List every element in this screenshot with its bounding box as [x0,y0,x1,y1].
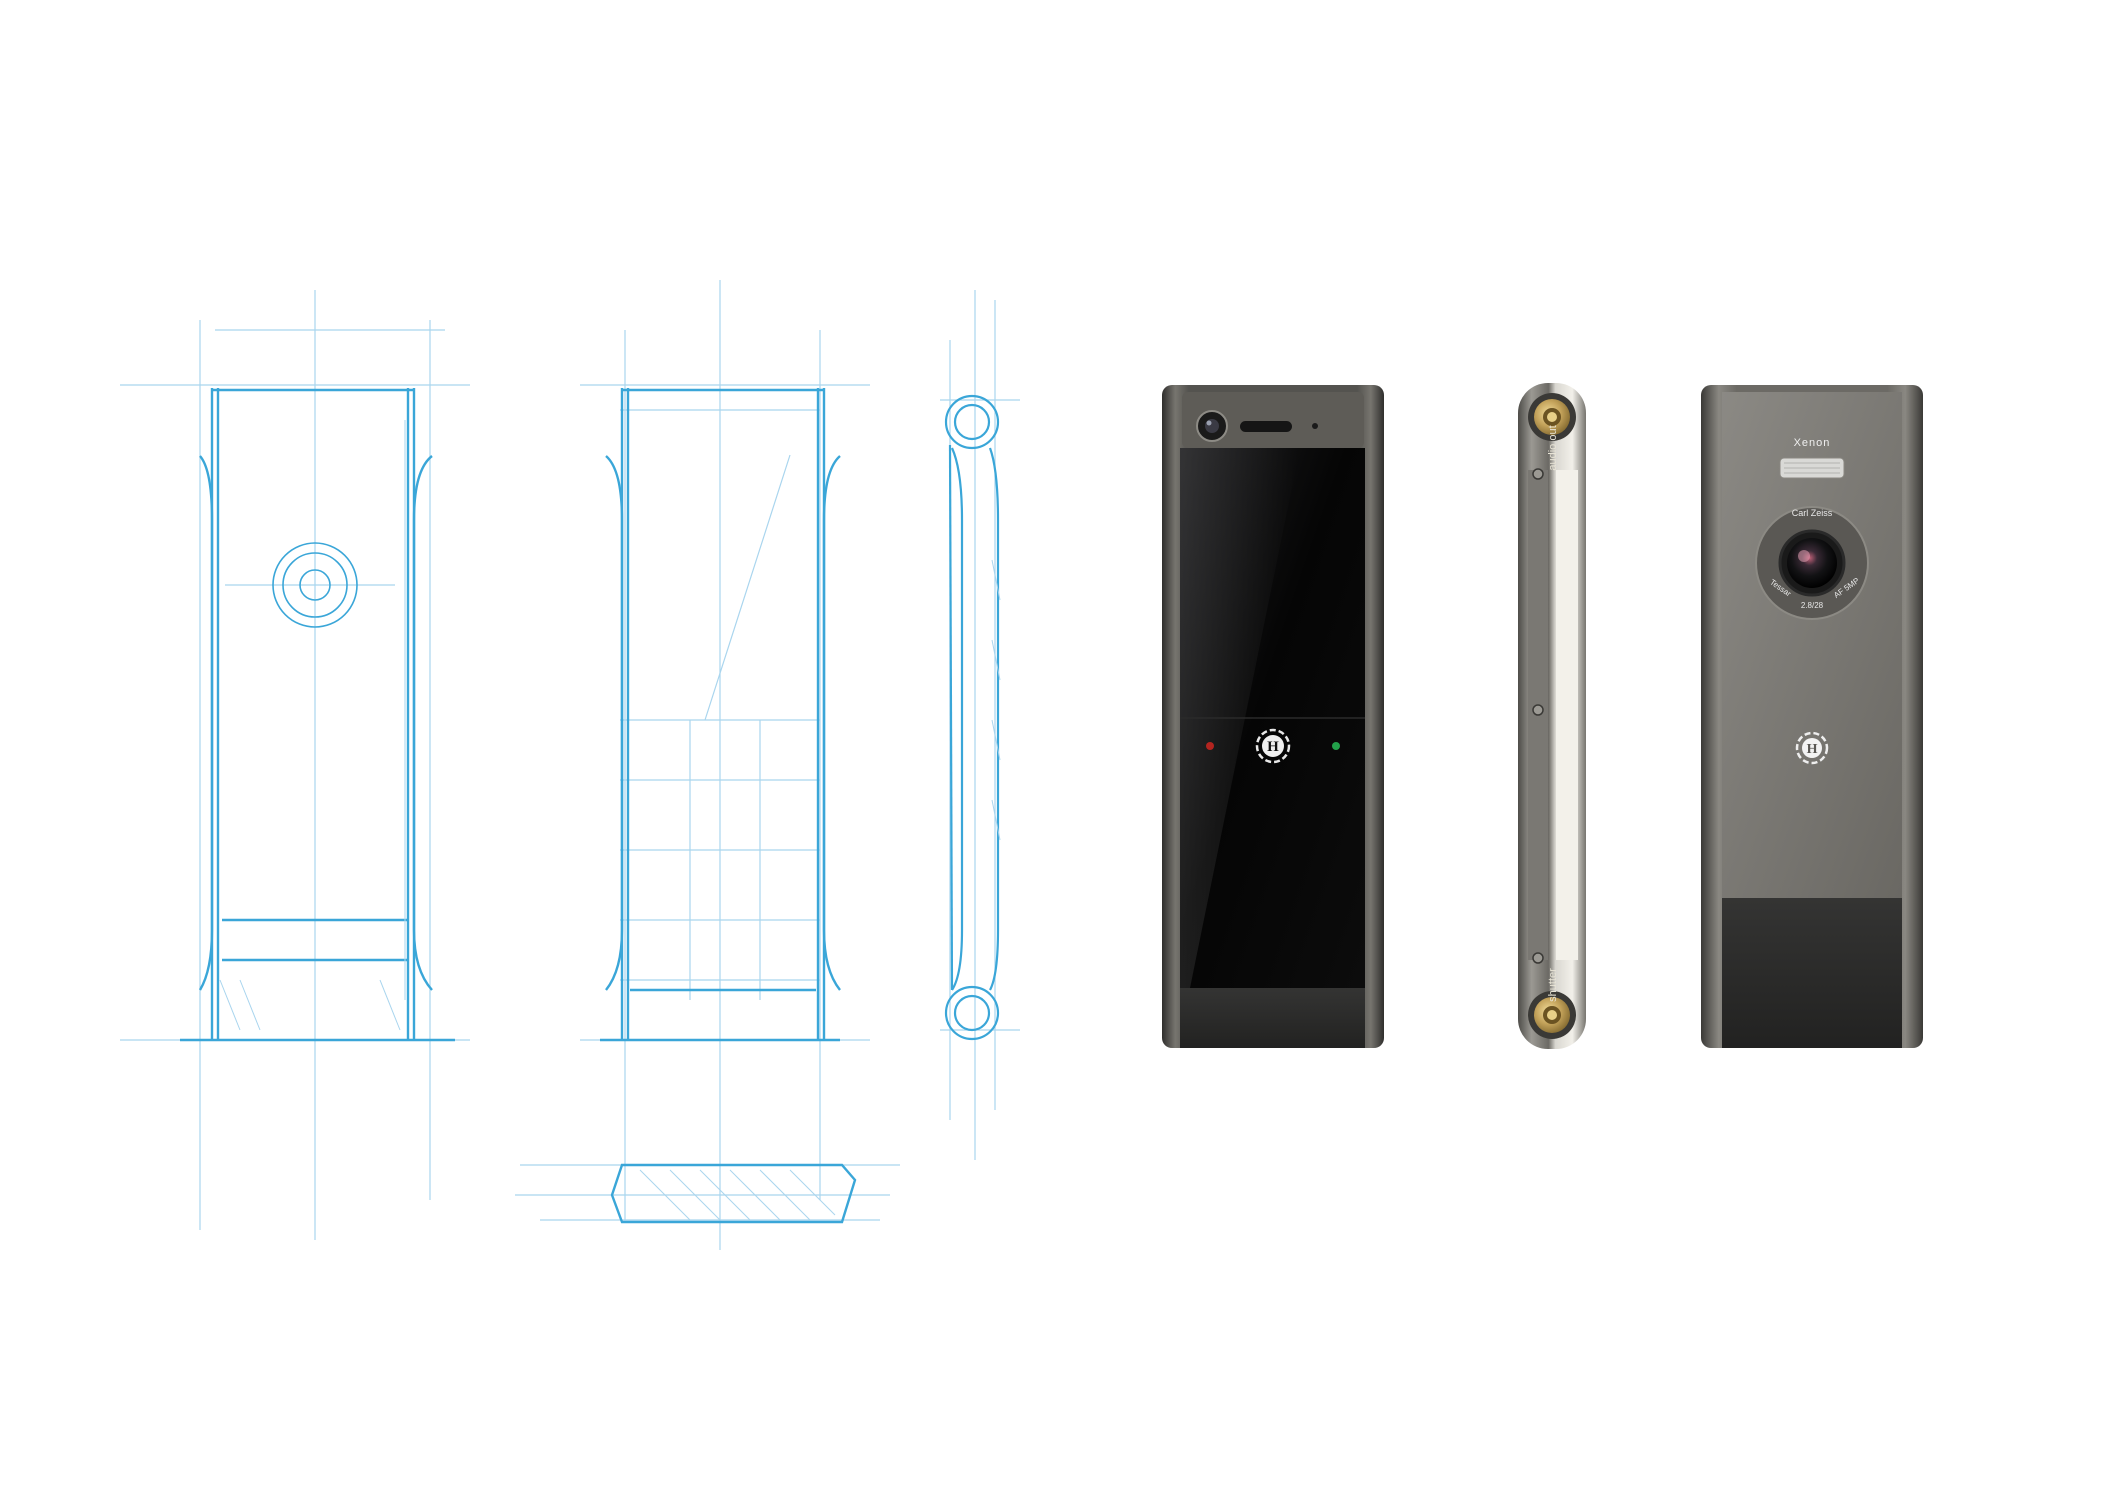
front-brand-logo-icon: H [1255,728,1291,764]
sketch-bottom-section [515,1163,900,1224]
audio-out-label: audio out [1547,425,1559,470]
front-top-plate [1182,392,1364,448]
audio-out-brass-connector-icon [1528,393,1576,441]
sketch-back-hatching [219,420,406,1031]
sketch-back-outline [180,388,455,1042]
shutter-label: shutter [1547,968,1559,1002]
xenon-flash-label: Xenon [1794,437,1831,449]
back-brand-logo-icon: H [1795,731,1829,765]
back-leather-panel [1722,898,1902,1048]
shutter-brass-connector-icon [1528,991,1576,1039]
proximity-sensor [1312,423,1318,429]
lens-aperture-label: 2.8/28 [1801,601,1824,610]
xenon-flash [1779,457,1845,479]
svg-text:H: H [1807,742,1818,757]
main-camera-lens-icon [1755,506,1869,620]
side-screw-top [1532,468,1544,480]
sketch-back-view [120,290,470,1240]
front-leather-panel [1180,988,1365,1048]
sketch-lens-circle [272,542,358,628]
red-indicator-led [1206,742,1214,750]
sketch-front-view [515,280,900,1250]
device-back-render: Xenon Carl Zeiss 2.8/28 Tessar AF 5MP H [1701,385,1923,1048]
sketch-side-outline [944,394,1000,1041]
svg-text:H: H [1267,739,1279,755]
back-plate [1722,392,1902,898]
side-highlight [1556,470,1578,960]
device-front-render: H [1162,385,1384,1048]
sketch-front-outline [600,388,841,1042]
side-screw-bottom [1532,952,1544,964]
sketch-top-connector [944,394,1000,450]
green-indicator-led [1332,742,1340,750]
sketch-side-hatching [991,559,1001,841]
side-screw-middle [1532,704,1544,716]
device-side-render: audio out shutter [1518,383,1586,1049]
lens-brand-label: Carl Zeiss [1792,508,1833,518]
sketch-front-construction-lines [580,280,870,1250]
sketch-side-view [940,290,1020,1160]
front-camera-lens [1196,410,1228,442]
sketch-back-construction-lines [120,290,470,1240]
sketch-bottom-connector [944,985,1000,1041]
earpiece-speaker [1240,421,1292,432]
